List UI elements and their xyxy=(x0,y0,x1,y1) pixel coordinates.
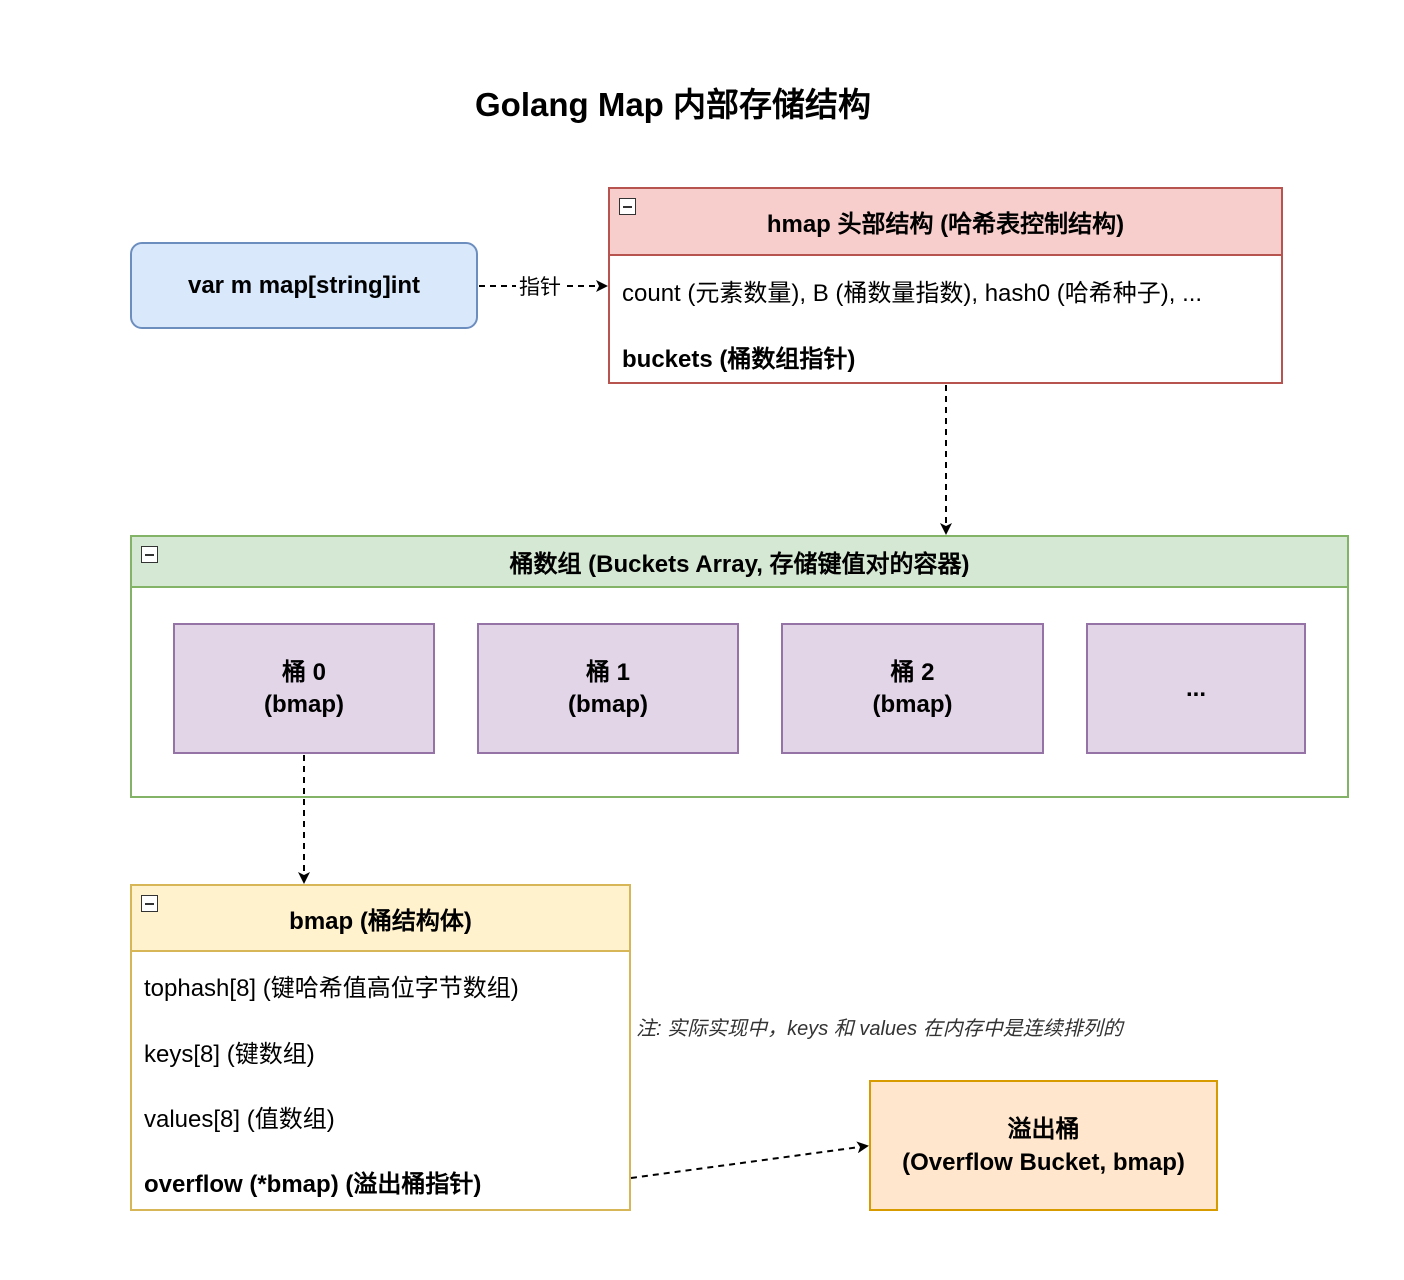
overflow-bucket-node[interactable]: 溢出桶 (Overflow Bucket, bmap) xyxy=(869,1080,1218,1211)
bucket-1[interactable]: 桶 1 (bmap) xyxy=(477,623,739,754)
hmap-header: hmap 头部结构 (哈希表控制结构) xyxy=(610,189,1281,256)
hmap-field-buckets: buckets (桶数组指针) xyxy=(622,346,856,373)
pointer-edge-label: 指针 xyxy=(516,271,564,301)
collapse-icon[interactable] xyxy=(141,895,158,912)
bmap-field-overflow: overflow (*bmap) (溢出桶指针) xyxy=(144,1171,482,1198)
hmap-field-count: count (元素数量), B (桶数量指数), hash0 (哈希种子), .… xyxy=(622,280,1203,307)
bmap-header-label: bmap (桶结构体) xyxy=(289,907,472,935)
hmap-header-label: hmap 头部结构 (哈希表控制结构) xyxy=(766,211,1125,238)
collapse-icon[interactable] xyxy=(141,546,158,563)
bmap-field-keys: keys[8] (键数组) xyxy=(144,1041,315,1068)
collapse-icon[interactable] xyxy=(619,198,636,215)
buckets-array-header-label: 桶数组 (Buckets Array, 存储键值对的容器) xyxy=(509,551,970,578)
bmap-header: bmap (桶结构体) xyxy=(132,886,629,952)
bmap-field-values: values[8] (值数组) xyxy=(144,1106,335,1133)
bucket-more[interactable]: ... xyxy=(1086,623,1306,754)
overflow-pointer-edge xyxy=(630,1141,869,1179)
bmap-container[interactable]: bmap (桶结构体) tophash[8] (键哈希值高位字节数组) keys… xyxy=(130,884,631,1211)
hmap-container[interactable]: hmap 头部结构 (哈希表控制结构) count (元素数量), B (桶数量… xyxy=(608,187,1283,384)
diagram-title: Golang Map 内部存储结构 xyxy=(475,86,871,123)
bmap-field-tophash: tophash[8] (键哈希值高位字节数组) xyxy=(144,975,519,1002)
bucket-0[interactable]: 桶 0 (bmap) xyxy=(173,623,435,754)
buckets-array-header: 桶数组 (Buckets Array, 存储键值对的容器) xyxy=(132,537,1347,588)
bucket-2[interactable]: 桶 2 (bmap) xyxy=(781,623,1044,754)
memory-layout-note: 注: 实际实现中，keys 和 values 在内存中是连续排列的 xyxy=(636,1018,1123,1040)
var-declaration-node[interactable]: var m map[string]int xyxy=(130,242,478,329)
